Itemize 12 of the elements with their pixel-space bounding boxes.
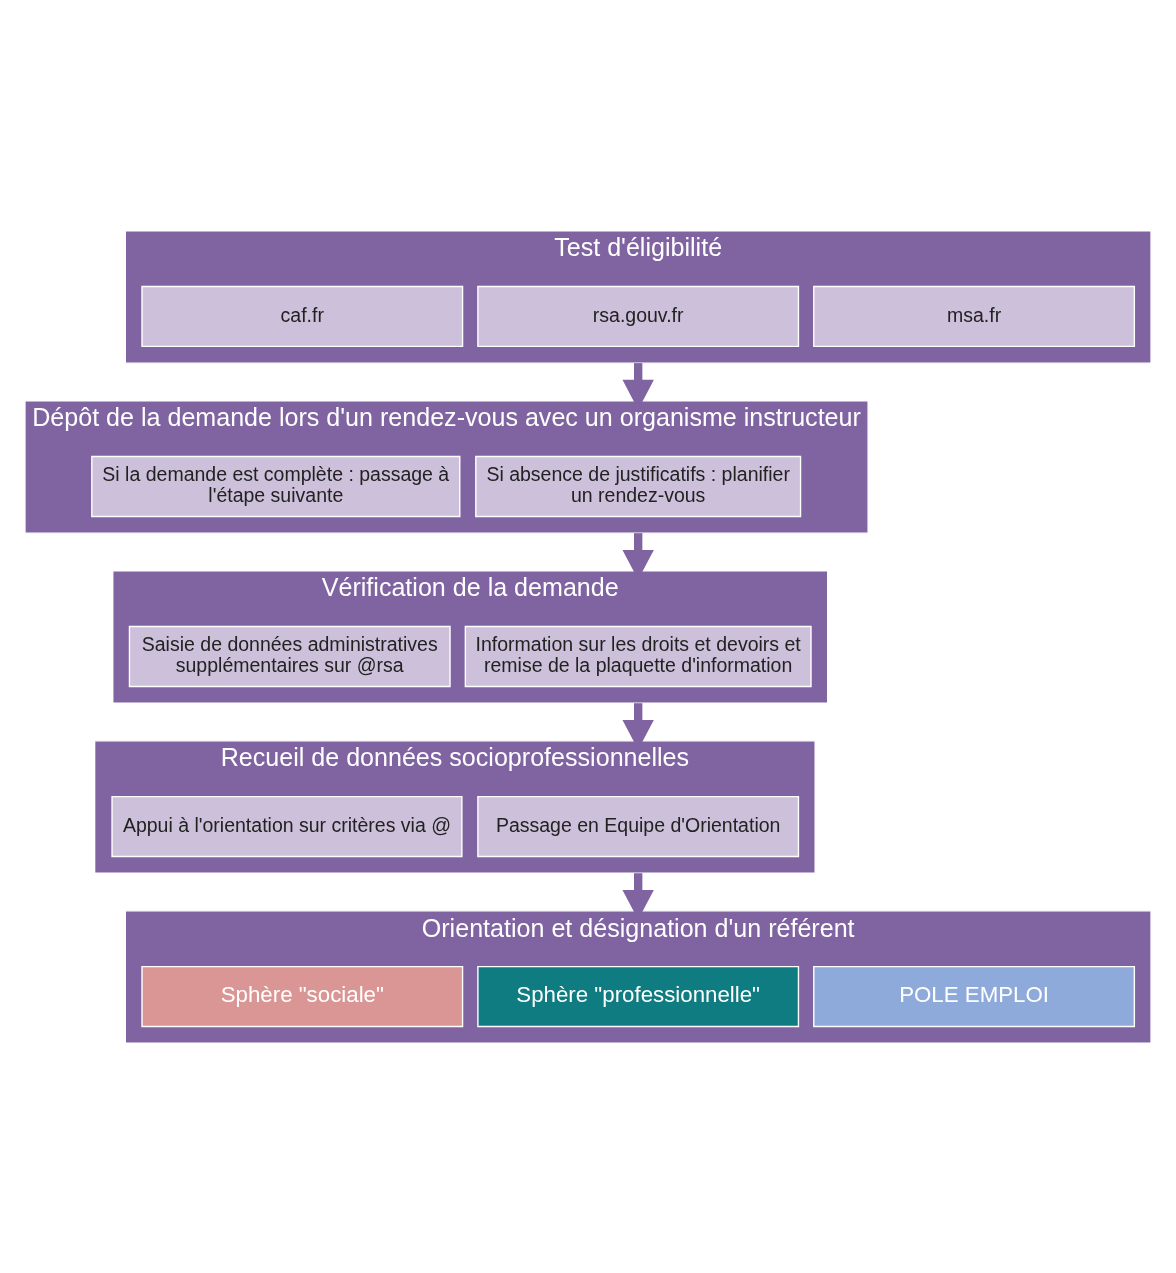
node-box: caf.fr [141,285,464,347]
node-box: Si absence de justificatifs : planifier un rendez-vous [475,455,802,517]
node-box: POLE EMPLOI [813,965,1136,1027]
node-box: msa.fr [813,285,1136,347]
node-box: Sphère "professionnelle" [477,965,800,1027]
node-box: Sphère "sociale" [141,965,464,1027]
node-box: Saisie de données administratives supplémentaires sur @rsa [128,625,451,687]
node-box: rsa.gouv.fr [477,285,800,347]
node-box: Passage en Equipe d'Orientation [477,795,800,857]
node-box: Si la demande est complète : passage à l'étape suivante [91,455,461,517]
node-box: Appui à l'orientation sur critères via @ [111,795,463,857]
node-box: Information sur les droits et devoirs et remise de la plaquette d'information [464,625,812,687]
